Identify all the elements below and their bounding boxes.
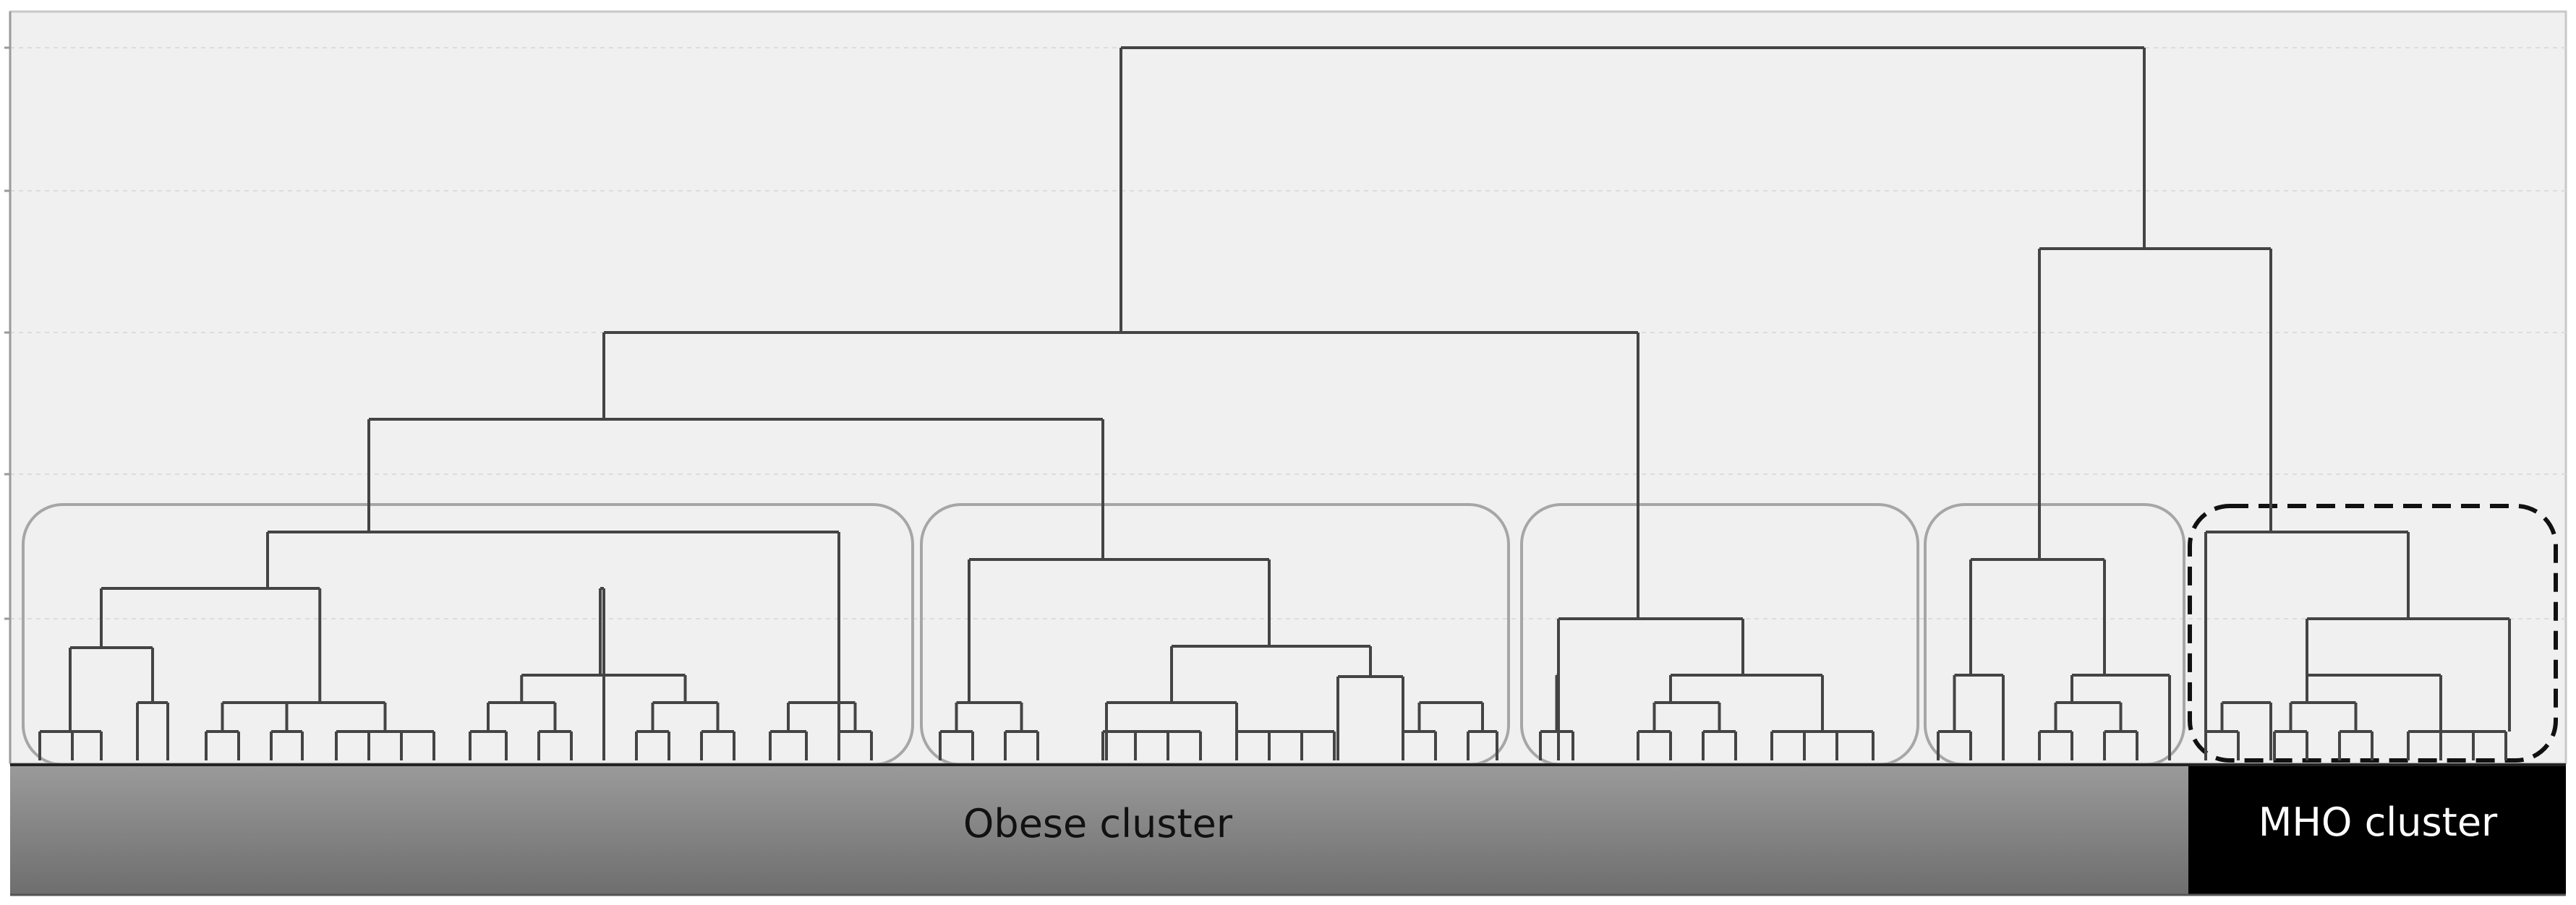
mho-cluster-label: MHO cluster (2259, 799, 2498, 845)
obese-cluster-label: Obese cluster (963, 801, 1233, 846)
plot-area (9, 10, 2567, 765)
mho-cluster-bar (2188, 766, 2566, 895)
group-bar: Obese cluster MHO cluster (10, 763, 2566, 896)
axis-ticks (4, 12, 12, 763)
dendrogram-branches (38, 46, 2511, 760)
obese-cluster-bar (10, 766, 2188, 895)
